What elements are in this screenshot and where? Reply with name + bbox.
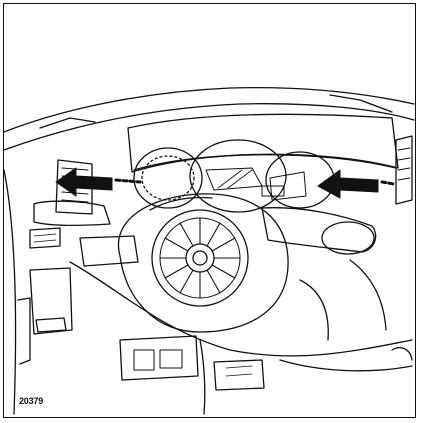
right-air-vent [391, 135, 413, 361]
left-vent-arrow [55, 167, 142, 197]
steering-column-shroud [117, 193, 289, 333]
steering-hub [151, 209, 249, 307]
figure-reference-number: 20379 [19, 396, 44, 406]
lower-dashboard [29, 259, 413, 415]
right-stalk [261, 207, 377, 255]
left-air-vent [29, 159, 93, 249]
dashboard-top-contour [3, 86, 415, 151]
instrument-cluster-hood [127, 113, 399, 173]
left-stalk [33, 200, 139, 267]
instrument-dials [133, 139, 335, 213]
right-vent-arrow [317, 169, 396, 199]
left-door-edge [3, 169, 31, 415]
